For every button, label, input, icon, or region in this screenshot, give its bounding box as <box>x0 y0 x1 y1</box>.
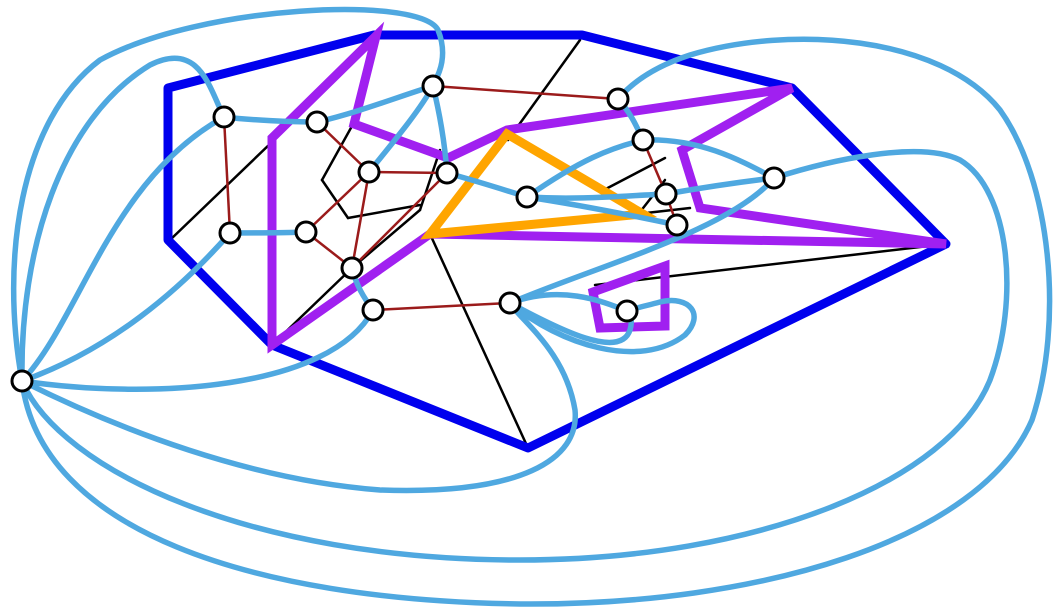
graph-node <box>10 369 34 393</box>
black-segment <box>320 178 350 220</box>
purple-large-polygon <box>267 21 947 354</box>
graph-node <box>654 182 678 206</box>
blue-edge <box>507 175 777 306</box>
blue-edge <box>640 137 777 181</box>
red-edge <box>367 170 449 175</box>
graph-node <box>615 299 639 323</box>
black-segment <box>506 38 582 142</box>
red-edge <box>315 120 371 174</box>
blue-edge <box>221 114 320 125</box>
black-segment <box>593 242 948 287</box>
black-segment <box>418 148 442 212</box>
blue-edge <box>10 6 446 384</box>
graph-node <box>498 291 522 315</box>
graph-node <box>421 74 445 98</box>
graph-node <box>361 298 385 322</box>
graph-node <box>665 213 689 237</box>
graph-node <box>340 256 364 280</box>
purple-polygons <box>267 21 947 354</box>
blue-edge <box>430 83 450 176</box>
graph-node <box>435 161 459 185</box>
graph-node <box>294 220 318 244</box>
graph-node <box>606 87 630 111</box>
blue-edge <box>19 300 578 494</box>
blue-edge <box>19 148 1010 563</box>
red-edge <box>304 170 371 234</box>
black-segment <box>644 206 692 215</box>
nodes <box>10 74 786 393</box>
red-edge <box>431 84 620 101</box>
orange-triangle <box>420 128 658 240</box>
black-segment <box>320 124 354 182</box>
blue-edge <box>507 297 697 355</box>
black-segment <box>428 232 530 450</box>
blue-edge <box>524 137 646 200</box>
blue-edge <box>314 83 436 125</box>
blue-edge <box>19 55 227 384</box>
blue-edge <box>524 191 669 201</box>
blue-edge <box>19 36 1053 607</box>
purple-small-polygon <box>587 259 670 333</box>
graph-node <box>631 128 655 152</box>
blue-edge <box>19 307 376 392</box>
graph-node <box>218 221 242 245</box>
graph-node <box>305 110 329 134</box>
red-edge <box>350 170 371 270</box>
black-segment <box>598 156 667 194</box>
red-edge <box>371 301 512 312</box>
graph-node <box>212 105 236 129</box>
graph-node <box>515 185 539 209</box>
blue-edge <box>507 291 630 314</box>
blue-edge <box>524 194 680 228</box>
red-edge <box>222 115 232 235</box>
black-segment <box>168 140 274 242</box>
blue-edge <box>19 230 233 384</box>
graph-node <box>357 160 381 184</box>
blue-edge <box>19 114 227 384</box>
graph-node <box>762 166 786 190</box>
red-edge <box>350 171 449 270</box>
